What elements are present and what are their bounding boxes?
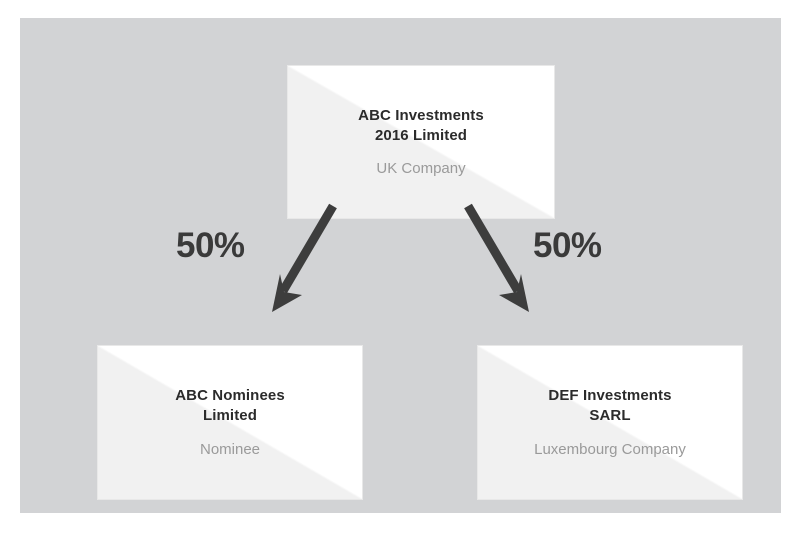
entity-node-left[interactable]: ABC Nominees Limited Nominee [98,346,362,499]
entity-subtitle: Luxembourg Company [534,440,686,458]
entity-subtitle: Nominee [199,440,261,458]
edge-label-left: 50% [176,226,245,265]
entity-title: ABC Investments 2016 Limited [358,106,484,144]
entity-title: DEF Investments SARL [548,387,672,425]
diagram-panel: ABC Investments 2016 Limited UK Company … [20,18,781,513]
entity-subtitle: UK Company [376,160,466,177]
edge-label-right: 50% [533,226,602,265]
entity-node-parent[interactable]: ABC Investments 2016 Limited UK Company [288,66,554,218]
entity-node-right[interactable]: DEF Investments SARL Luxembourg Company [478,346,742,499]
entity-title: ABC Nominees Limited [175,387,285,425]
